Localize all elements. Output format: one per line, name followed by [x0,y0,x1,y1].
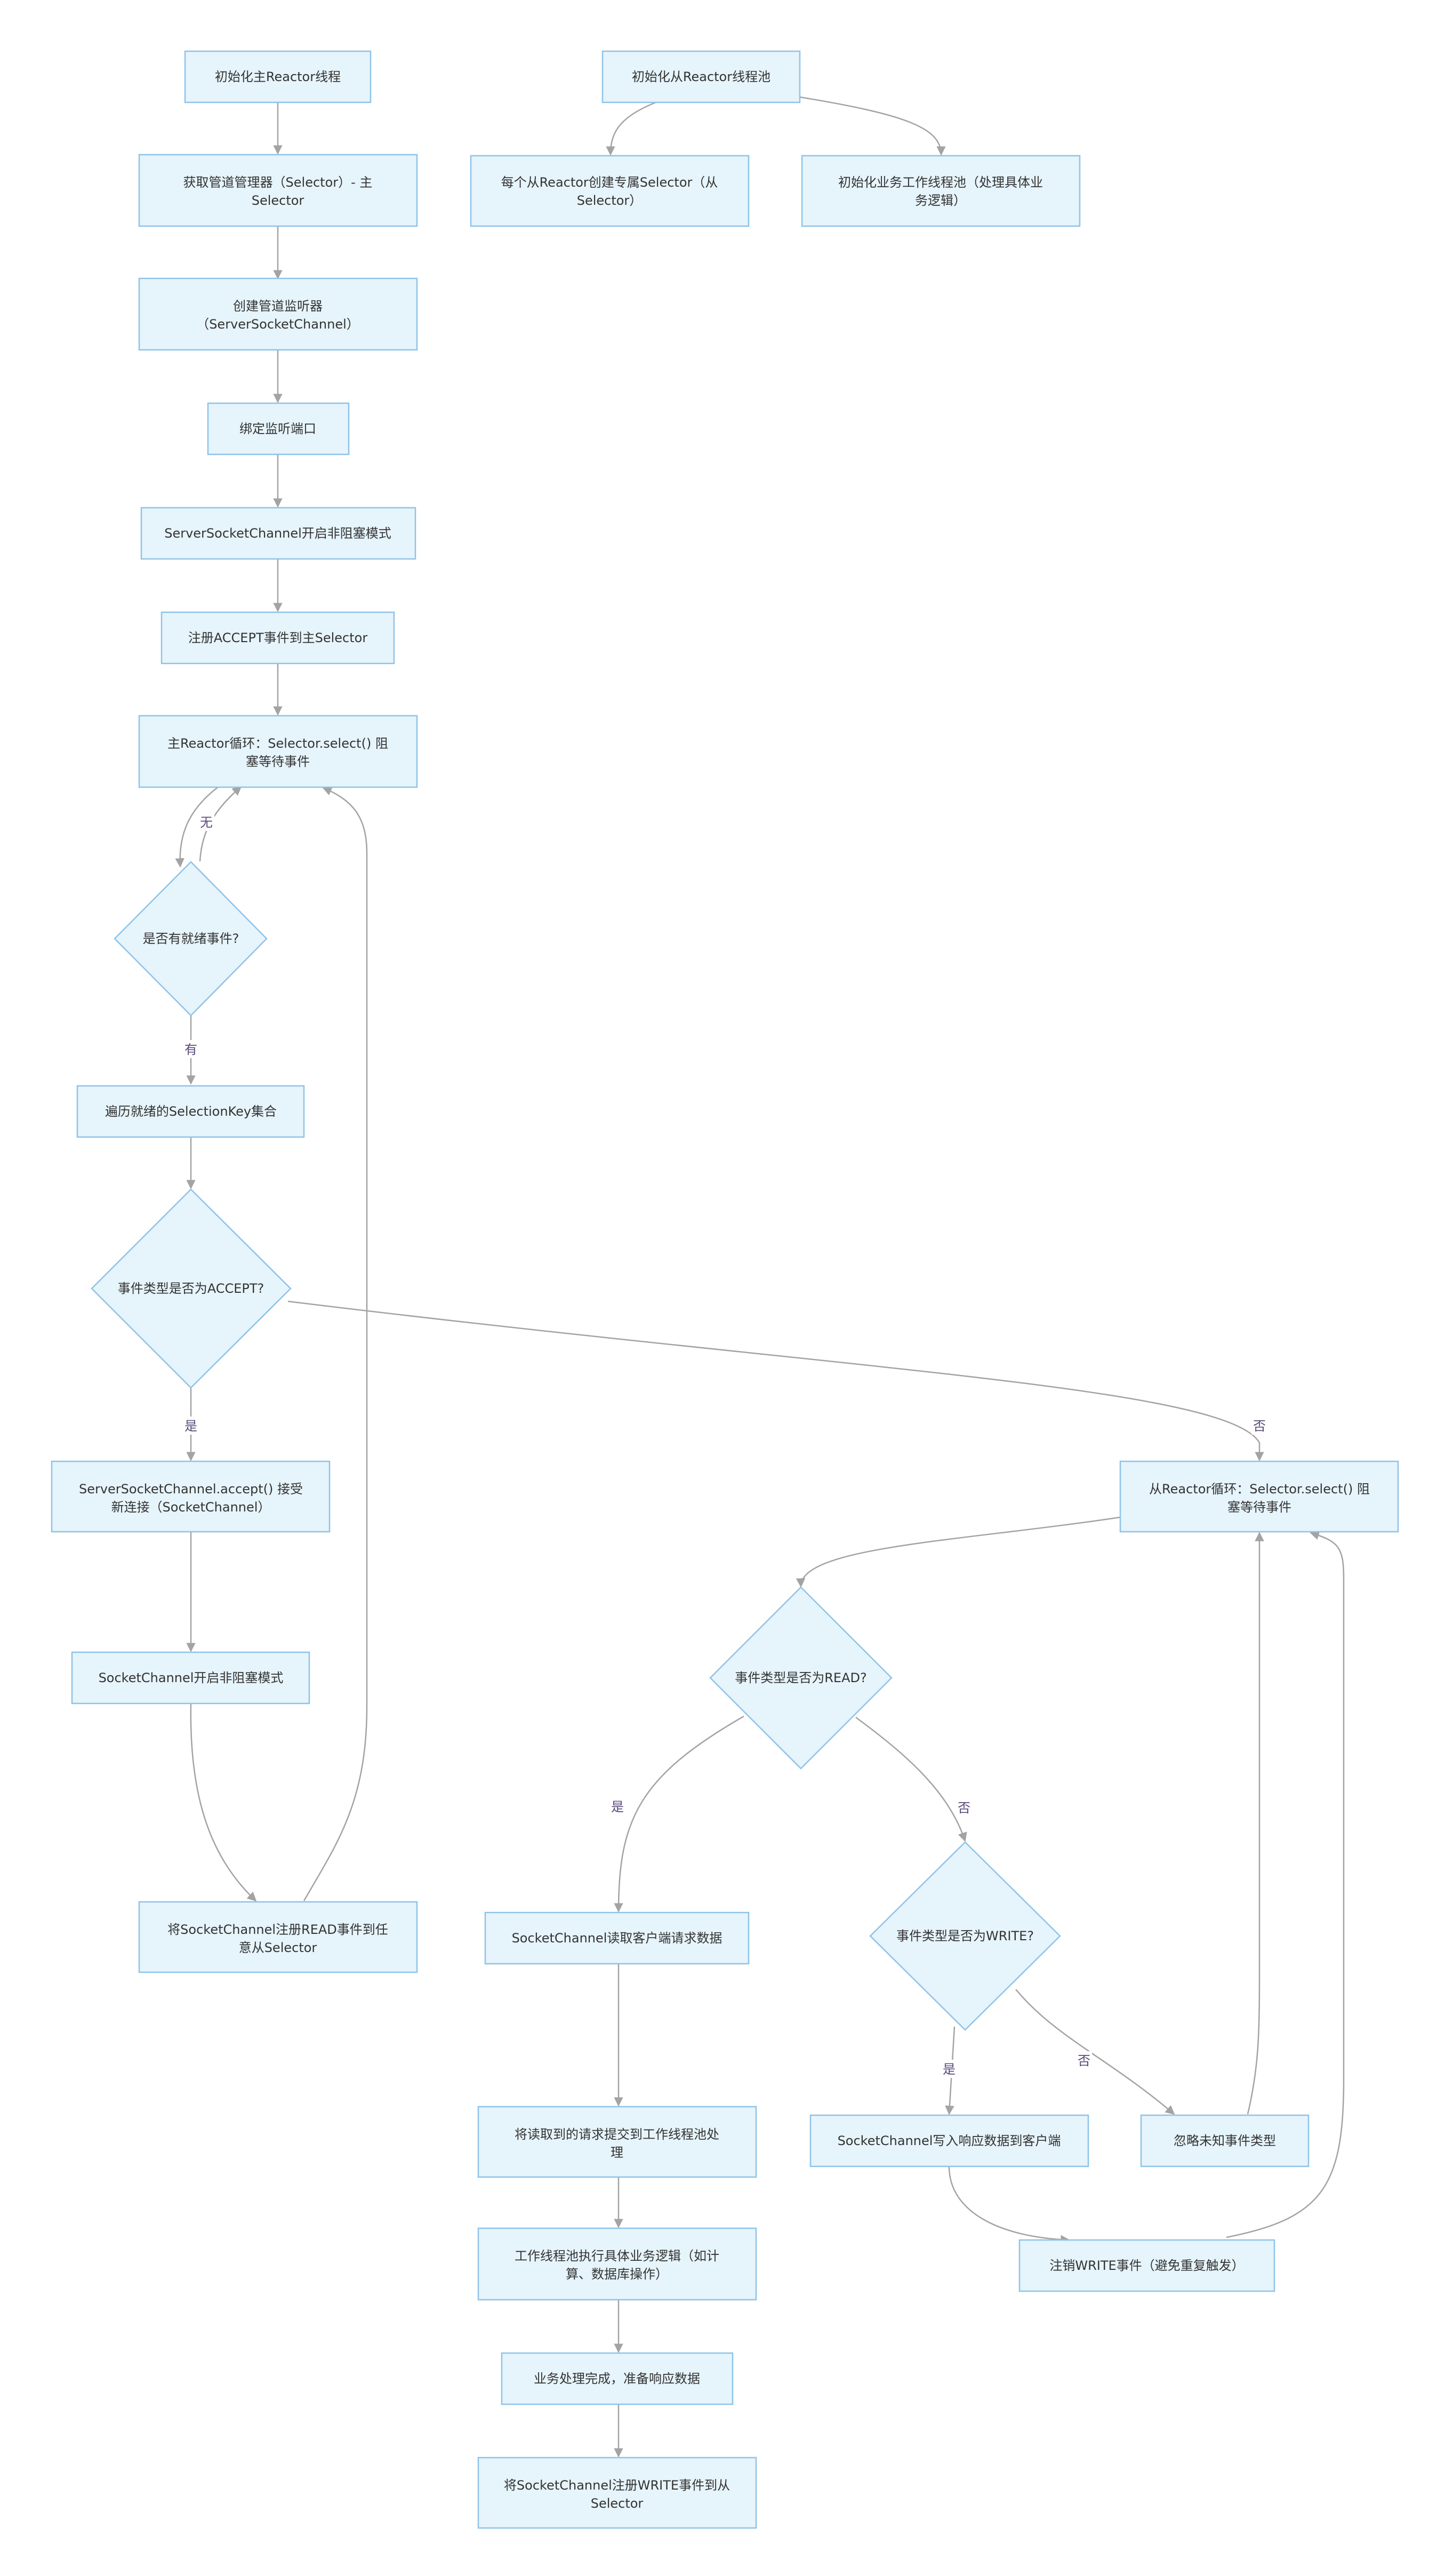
edge-d4-w2 [1015,1989,1175,2115]
node-prepare-response: 业务处理完成，准备响应数据 [501,2352,734,2405]
decision-is-accept: 事件类型是否为ACCEPT? [91,1188,292,1389]
node-unregister-write: 注销WRITE事件（避免重复触发） [1018,2239,1275,2292]
node-main-reactor-loop: 主Reactor循环：Selector.select() 阻 塞等待事件 [138,715,418,788]
svg-text:注销WRITE事件（避免重复触发）: 注销WRITE事件（避免重复触发） [1049,2258,1244,2273]
svg-text:理: 理 [611,2145,623,2160]
edge-label-yes-read: 是 [611,1799,624,1814]
edge-label-has: 有 [184,1042,197,1057]
edge-n10-n11 [190,1703,257,1902]
edge-labels: 无 有 是 否 是 否 是 否 [183,813,1267,2078]
edge-w3-s4 [1226,1531,1345,2238]
node-register-write: 将SocketChannel注册WRITE事件到从 Selector [477,2457,757,2529]
svg-text:事件类型是否为READ?: 事件类型是否为READ? [735,1670,866,1685]
svg-text:初始化业务工作线程池（处理具体业: 初始化业务工作线程池（处理具体业 [838,175,1043,190]
svg-text:每个从Reactor创建专属Selector（从: 每个从Reactor创建专属Selector（从 [501,175,718,190]
svg-text:算、数据库操作）: 算、数据库操作） [566,2267,668,2282]
svg-text:从Reactor循环：Selector.select() 阻: 从Reactor循环：Selector.select() 阻 [1149,1482,1370,1497]
node-get-selector: 获取管道管理器（Selector）- 主 Selector [138,154,418,227]
node-register-read: 将SocketChannel注册READ事件到任 意从Selector [138,1901,418,1973]
decision-is-write: 事件类型是否为WRITE? [869,1841,1061,2031]
svg-text:主Reactor循环：Selector.select() 阻: 主Reactor循环：Selector.select() 阻 [167,736,388,751]
node-ignore-unknown: 忽略未知事件类型 [1140,2114,1310,2167]
svg-text:新连接（SocketChannel）: 新连接（SocketChannel） [111,1500,271,1515]
svg-text:Selector: Selector [591,2496,644,2511]
edge-n7-d1 [175,786,219,868]
svg-text:将SocketChannel注册READ事件到任: 将SocketChannel注册READ事件到任 [167,1922,388,1937]
svg-text:（ServerSocketChannel）: （ServerSocketChannel） [196,317,359,332]
svg-text:事件类型是否为ACCEPT?: 事件类型是否为ACCEPT? [118,1281,264,1296]
svg-text:初始化主Reactor线程: 初始化主Reactor线程 [215,69,341,84]
node-init-sub-reactor-pool: 初始化从Reactor线程池 [601,50,801,103]
node-create-server-channel: 创建管道监听器 （ServerSocketChannel） [138,277,418,351]
svg-text:获取管道管理器（Selector）- 主: 获取管道管理器（Selector）- 主 [183,175,373,190]
node-bind-port: 绑定监听端口 [207,402,350,455]
edges [175,96,1345,2458]
svg-text:SocketChannel写入响应数据到客户端: SocketChannel写入响应数据到客户端 [838,2133,1061,2148]
node-accept-connection: ServerSocketChannel.accept() 接受 新连接（Sock… [51,1460,331,1533]
svg-text:注册ACCEPT事件到主Selector: 注册ACCEPT事件到主Selector [188,630,368,645]
svg-text:是否有就绪事件?: 是否有就绪事件? [143,931,239,946]
svg-text:初始化从Reactor线程池: 初始化从Reactor线程池 [632,69,770,84]
node-write-response: SocketChannel写入响应数据到客户端 [809,2114,1089,2167]
svg-text:工作线程池执行具体业务逻辑（如计: 工作线程池执行具体业务逻辑（如计 [515,2249,719,2263]
edge-d3-r1 [614,1715,744,1913]
svg-text:Selector: Selector [252,193,304,208]
svg-text:遍历就绪的SelectionKey集合: 遍历就绪的SelectionKey集合 [105,1104,277,1119]
svg-text:将读取到的请求提交到工作线程池处: 将读取到的请求提交到工作线程池处 [515,2127,719,2142]
node-socket-nonblocking: SocketChannel开启非阻塞模式 [71,1651,310,1705]
node-init-main-reactor: 初始化主Reactor线程 [184,50,372,103]
edge-label-no-write: 否 [1078,2053,1090,2068]
edge-n11-n7 [303,787,368,1901]
edge-label-yes-accept: 是 [184,1419,197,1434]
svg-text:ServerSocketChannel.accept() 接: ServerSocketChannel.accept() 接受 [79,1482,303,1497]
node-submit-to-worker: 将读取到的请求提交到工作线程池处 理 [477,2106,757,2178]
svg-text:意从Selector: 意从Selector [239,1940,317,1955]
svg-text:Selector）: Selector） [577,193,643,208]
node-read-request: SocketChannel读取客户端请求数据 [484,1911,750,1965]
edge-d3-d4 [855,1716,967,1842]
decision-is-read: 事件类型是否为READ? [709,1586,893,1770]
node-sub-reactor-loop: 从Reactor循环：Selector.select() 阻 塞等待事件 [1119,1460,1399,1533]
svg-text:SocketChannel读取客户端请求数据: SocketChannel读取客户端请求数据 [512,1931,722,1946]
svg-text:忽略未知事件类型: 忽略未知事件类型 [1174,2133,1276,2148]
edge-label-none: 无 [200,815,213,830]
edge-w1-w3 [948,2166,1070,2245]
decision-has-ready-events: 是否有就绪事件? [114,861,268,1017]
edge-s1-s2 [606,101,656,156]
node-iterate-selection-keys: 遍历就绪的SelectionKey集合 [76,1085,305,1138]
edge-s4-d3 [796,1516,1120,1588]
node-server-nonblocking: ServerSocketChannel开启非阻塞模式 [140,507,416,560]
svg-text:事件类型是否为WRITE?: 事件类型是否为WRITE? [896,1929,1034,1943]
svg-text:塞等待事件: 塞等待事件 [1227,1500,1291,1515]
node-sub-reactor-selector: 每个从Reactor创建专属Selector（从 Selector） [470,155,750,227]
edge-s1-s3 [799,96,946,156]
svg-text:绑定监听端口: 绑定监听端口 [239,421,316,436]
edge-label-yes-write: 是 [943,2062,956,2077]
svg-text:业务处理完成，准备响应数据: 业务处理完成，准备响应数据 [534,2371,700,2386]
node-worker-execute: 工作线程池执行具体业务逻辑（如计 算、数据库操作） [477,2227,757,2301]
svg-text:塞等待事件: 塞等待事件 [246,754,310,769]
svg-text:将SocketChannel注册WRITE事件到从: 将SocketChannel注册WRITE事件到从 [504,2478,730,2493]
edge-w2-s4 [1247,1532,1264,2115]
svg-text:创建管道监听器: 创建管道监听器 [233,299,323,314]
node-init-worker-pool: 初始化业务工作线程池（处理具体业 务逻辑） [801,155,1081,227]
edge-d2-s4 [287,1300,1264,1461]
edge-label-no-accept: 否 [1253,1419,1266,1434]
svg-text:务逻辑）: 务逻辑） [915,193,966,208]
svg-text:ServerSocketChannel开启非阻塞模式: ServerSocketChannel开启非阻塞模式 [164,526,391,541]
nodes: 初始化主Reactor线程 获取管道管理器（Selector）- 主 Selec… [51,50,1399,2529]
svg-text:SocketChannel开启非阻塞模式: SocketChannel开启非阻塞模式 [99,1670,284,1685]
node-register-accept: 注册ACCEPT事件到主Selector [160,611,395,665]
edge-label-no-read: 否 [958,1801,970,1815]
